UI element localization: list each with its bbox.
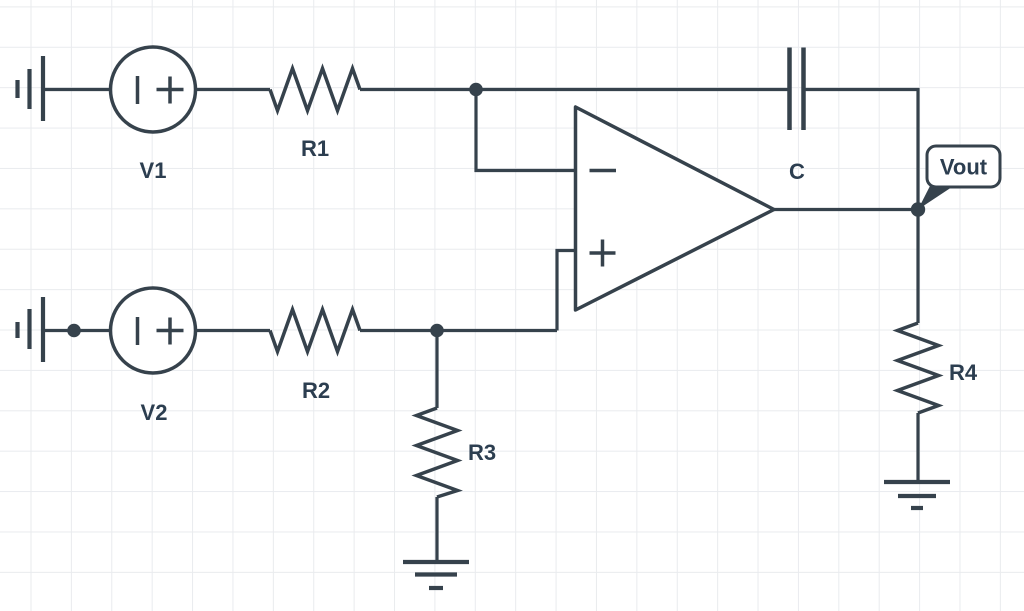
v2-label: V2 xyxy=(141,400,168,425)
resistor-r2[interactable] xyxy=(268,304,362,357)
r2-label: R2 xyxy=(302,378,330,403)
resistor-zigzag xyxy=(892,321,944,415)
ground-symbol-r3[interactable] xyxy=(403,559,469,591)
wire-capacitor-to-output-node[interactable] xyxy=(804,87,920,210)
resistor-zigzag xyxy=(411,406,463,499)
capacitor-c[interactable] xyxy=(787,47,806,131)
positive-terminal-mark xyxy=(156,76,184,104)
vout-callout[interactable]: Vout xyxy=(918,144,1002,210)
ground-symbol-v2[interactable] xyxy=(15,297,46,362)
ground-symbol-r4[interactable] xyxy=(884,479,950,511)
wires xyxy=(43,87,920,562)
callout-tail xyxy=(918,183,958,210)
resistor-r1[interactable] xyxy=(268,63,362,116)
junction-dot-top xyxy=(469,82,483,97)
resistor-zigzag xyxy=(268,63,362,116)
r4-label: R4 xyxy=(949,360,978,385)
ground-symbol-v1[interactable] xyxy=(15,56,46,121)
opamp[interactable] xyxy=(573,105,776,312)
callout-box xyxy=(925,144,1002,189)
positive-terminal-mark xyxy=(156,317,184,345)
source-circle xyxy=(108,45,198,134)
vout-label: Vout xyxy=(940,155,988,180)
voltage-source-v2[interactable] xyxy=(108,286,198,375)
resistor-r4[interactable] xyxy=(892,321,944,415)
opamp-triangle xyxy=(573,105,776,312)
voltage-source-v1[interactable] xyxy=(108,45,198,134)
junction-dot-gnd2 xyxy=(67,323,81,338)
c-label: C xyxy=(789,159,805,184)
resistor-zigzag xyxy=(268,304,362,357)
source-circle xyxy=(108,286,198,375)
noninverting-input-symbol xyxy=(589,239,616,267)
wire-inverting-input[interactable] xyxy=(474,89,576,173)
wire-noninverting-input[interactable] xyxy=(555,248,576,331)
resistor-r3[interactable] xyxy=(411,406,463,499)
r3-label: R3 xyxy=(468,440,496,465)
v1-label: V1 xyxy=(140,158,167,183)
junction-dot-bottom xyxy=(430,323,444,338)
r1-label: R1 xyxy=(301,136,329,161)
